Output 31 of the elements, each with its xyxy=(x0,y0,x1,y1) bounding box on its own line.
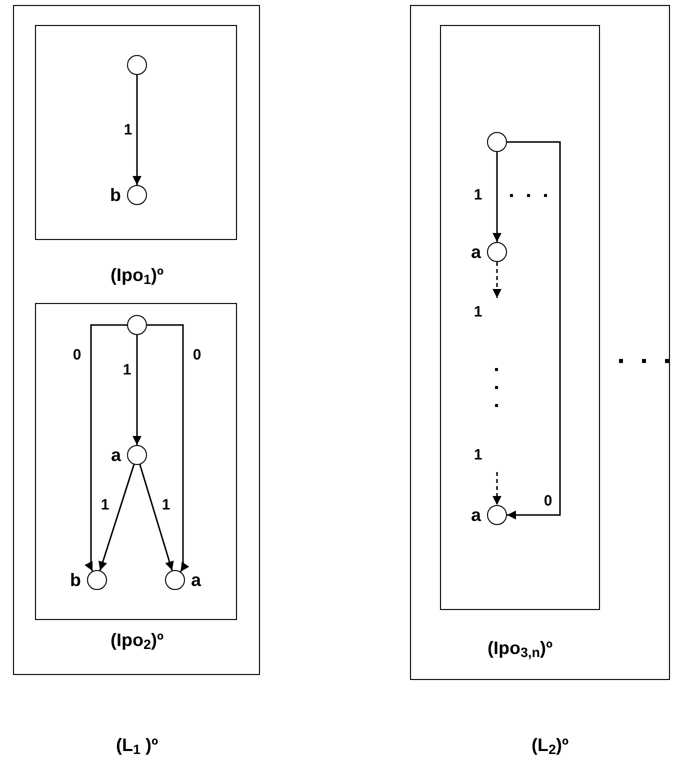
edge-label: 1 xyxy=(472,188,484,202)
node-label: a xyxy=(191,571,202,589)
node-label: (L$_{1}$ )º xyxy=(116,736,158,754)
node-label: a xyxy=(470,506,481,524)
arrow xyxy=(507,141,561,520)
arrow xyxy=(98,464,135,571)
arrow xyxy=(492,152,502,242)
edge-label: 0 xyxy=(72,348,82,362)
edge-label: 0 xyxy=(542,494,554,508)
arrow xyxy=(492,472,502,505)
node-label: a xyxy=(470,243,481,261)
node-label: (Ipo$_{1}$)º xyxy=(110,266,164,284)
node-label: (L$_{2}$)º xyxy=(531,736,569,754)
node-label: b xyxy=(70,571,81,589)
arrow xyxy=(139,464,174,571)
edge-label: 1 xyxy=(122,362,132,378)
arrow xyxy=(84,324,127,572)
arrow xyxy=(492,262,502,298)
edge-label: 1 xyxy=(472,304,484,320)
node-label: b xyxy=(110,186,121,204)
arrow xyxy=(132,75,142,185)
arrow xyxy=(132,335,142,445)
node-label: (Ipo$_{3,n}$)º xyxy=(487,639,553,657)
edge-label: 0 xyxy=(192,348,202,362)
node-label: (Ipo$_{2}$)º xyxy=(110,631,164,649)
arrow xyxy=(147,324,190,572)
edge-label: 1 xyxy=(160,498,172,512)
edge-label: 1 xyxy=(100,498,110,512)
node-label: a xyxy=(110,446,121,464)
edge-label: 1 xyxy=(472,448,484,462)
edge-label: 1 xyxy=(122,122,134,138)
